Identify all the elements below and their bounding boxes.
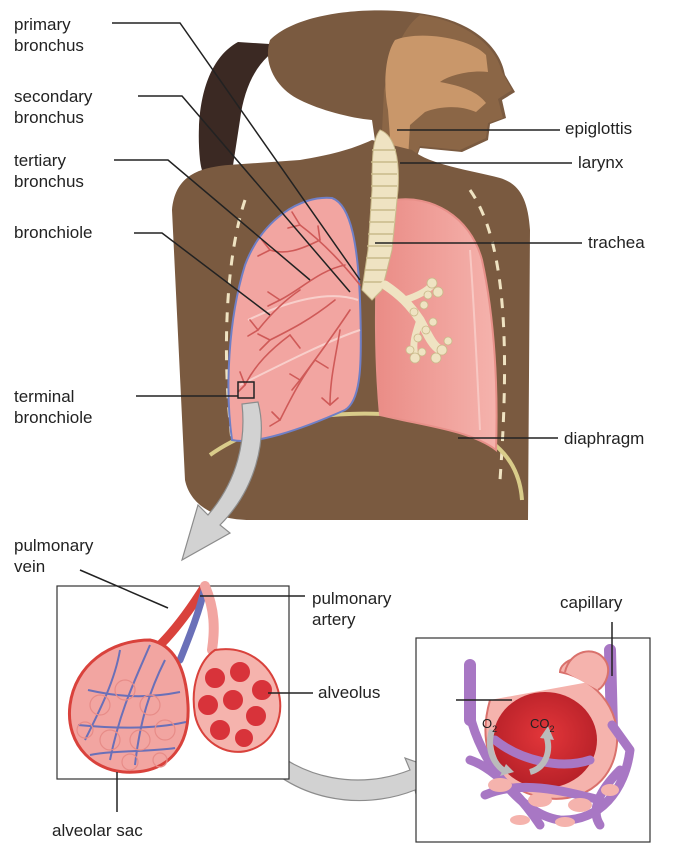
label-capillary: capillary: [560, 592, 622, 613]
label-epiglottis: epiglottis: [565, 118, 632, 139]
label-trachea: trachea: [588, 232, 645, 253]
label-diaphragm: diaphragm: [564, 428, 644, 449]
label-alveolus: alveolus: [318, 682, 380, 703]
label-larynx: larynx: [578, 152, 623, 173]
label-bronchiole: bronchiole: [14, 222, 92, 243]
label-alveolar-sac: alveolar sac: [52, 820, 143, 841]
